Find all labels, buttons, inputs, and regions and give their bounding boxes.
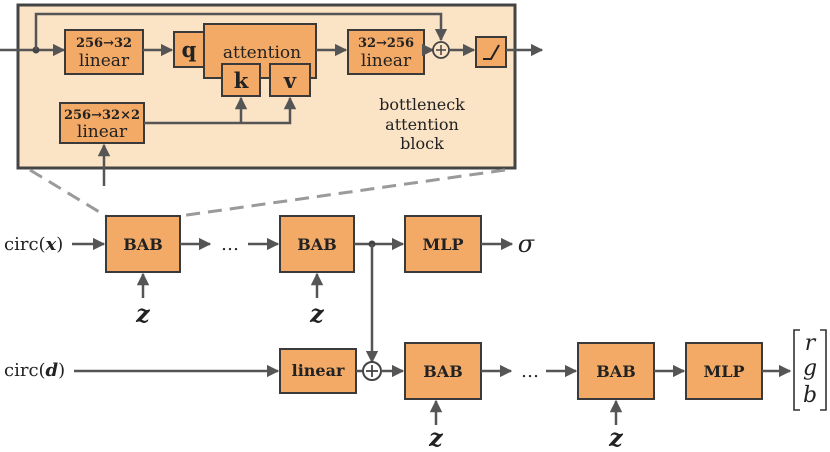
row2-z2-label: z (608, 423, 624, 452)
row1-bab1-label: BAB (123, 235, 162, 254)
rgb-bracket-right (820, 329, 827, 411)
caption-line1: bottleneck (379, 95, 465, 114)
row2-linear-box (279, 348, 357, 394)
zoom-line-right (179, 168, 506, 218)
q-label: q (182, 37, 197, 62)
row2-mlp-box (685, 342, 763, 400)
row1-dots: … (221, 234, 239, 255)
k-box (221, 63, 261, 97)
row2-dots: … (521, 361, 539, 382)
linear-in-dims: 256→32 (76, 36, 132, 51)
row1-mlp-label: MLP (423, 235, 464, 254)
linear-in-box (64, 29, 144, 75)
row2-linear-label: linear (292, 361, 345, 380)
caption-line2: attention (385, 115, 459, 134)
linear-out-dims: 32→256 (358, 36, 414, 51)
v-label: v (283, 68, 297, 93)
activation-box (475, 36, 507, 68)
row2-bab1-label: BAB (423, 362, 462, 381)
row2-mlp-label: MLP (704, 362, 745, 381)
row1-z2-label: z (309, 299, 325, 328)
attention-label: attention (223, 43, 301, 63)
relu-icon (483, 44, 500, 60)
row2-input-label: circ(d) (4, 360, 65, 381)
linear-in-label: linear (79, 51, 130, 71)
row2-bab1-box (404, 342, 482, 400)
k-label: k (234, 68, 249, 93)
row2-z1-label: z (428, 423, 444, 452)
output-g: g (803, 356, 817, 381)
arrow-to-v (144, 96, 297, 125)
linear-z-label: linear (77, 122, 128, 142)
output-r: r (805, 331, 817, 356)
row2-bab2-box (577, 342, 655, 400)
row1-z1-label: z (135, 299, 151, 328)
q-box (173, 31, 205, 68)
inset-skip-arrow (34, 12, 448, 50)
linear-z-dims: 256→32×2 (64, 108, 140, 123)
zoom-line-left (29, 168, 107, 218)
caption-line3: block (400, 134, 444, 153)
linear-z-box (59, 102, 145, 144)
sigma-output: σ (518, 230, 535, 258)
rgb-bracket-left (793, 329, 800, 411)
linear-out-label: linear (361, 51, 412, 71)
row1-input-label: circ(x) (4, 234, 63, 255)
row1-bab1-box (105, 215, 181, 273)
v-box (269, 63, 311, 97)
row2-bab2-label: BAB (596, 362, 635, 381)
output-b: b (803, 383, 817, 408)
row1-bab2-label: BAB (297, 235, 336, 254)
linear-out-box (347, 29, 425, 75)
